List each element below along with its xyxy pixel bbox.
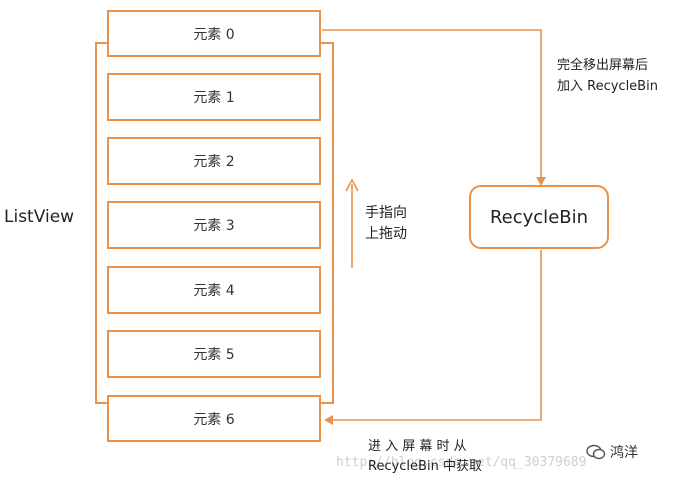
list-item-0: 元素 0 bbox=[107, 10, 321, 57]
list-item-label: 元素 6 bbox=[193, 411, 235, 428]
exit-arrowhead bbox=[536, 177, 546, 186]
list-item-5: 元素 5 bbox=[107, 330, 321, 378]
watermark-text: http://blog.csdn.net/qq_30379689 bbox=[336, 455, 587, 470]
list-item-label: 元素 1 bbox=[193, 90, 235, 106]
list-item-label: 元素 3 bbox=[193, 218, 235, 234]
list-item-3: 元素 3 bbox=[107, 201, 321, 249]
enter-arrowhead bbox=[324, 415, 333, 425]
enter-note-line-1: 进 入 屏 幕 时 从 bbox=[368, 439, 467, 454]
list-item-2: 元素 2 bbox=[107, 137, 321, 185]
list-item-label: 元素 5 bbox=[193, 347, 235, 363]
list-item-label: 元素 4 bbox=[193, 283, 235, 299]
enter-note-line-2: RecycleBin 中获取 bbox=[368, 459, 482, 474]
finger-drag-label: 手指向 上拖动 bbox=[365, 203, 407, 245]
list-item-1: 元素 1 bbox=[107, 73, 321, 121]
exit-note: 完全移出屏幕后 加入 RecycleBin bbox=[557, 55, 658, 97]
recyclebin-label: RecycleBin bbox=[489, 206, 589, 228]
finger-label-line-1: 手指向 bbox=[365, 205, 407, 221]
finger-label-line-2: 上拖动 bbox=[365, 226, 407, 242]
wechat-badge: 鸿洋 bbox=[586, 442, 638, 462]
drag-arrow-head bbox=[345, 178, 359, 192]
list-item-label: 元素 2 bbox=[193, 154, 235, 170]
exit-note-line-2: 加入 RecycleBin bbox=[557, 79, 658, 94]
enter-connector bbox=[329, 250, 542, 421]
list-item-4: 元素 4 bbox=[107, 266, 321, 314]
wechat-name: 鸿洋 bbox=[610, 445, 638, 461]
wechat-icon bbox=[586, 444, 606, 460]
recyclebin-box: RecycleBin bbox=[469, 185, 609, 249]
list-item-label: 元素 0 bbox=[193, 26, 235, 43]
exit-connector bbox=[322, 29, 542, 181]
enter-note: 进 入 屏 幕 时 从 RecycleBin 中获取 bbox=[368, 437, 482, 477]
exit-note-line-1: 完全移出屏幕后 bbox=[557, 58, 649, 73]
listview-label: ListView bbox=[4, 207, 75, 227]
list-item-6: 元素 6 bbox=[107, 395, 321, 442]
